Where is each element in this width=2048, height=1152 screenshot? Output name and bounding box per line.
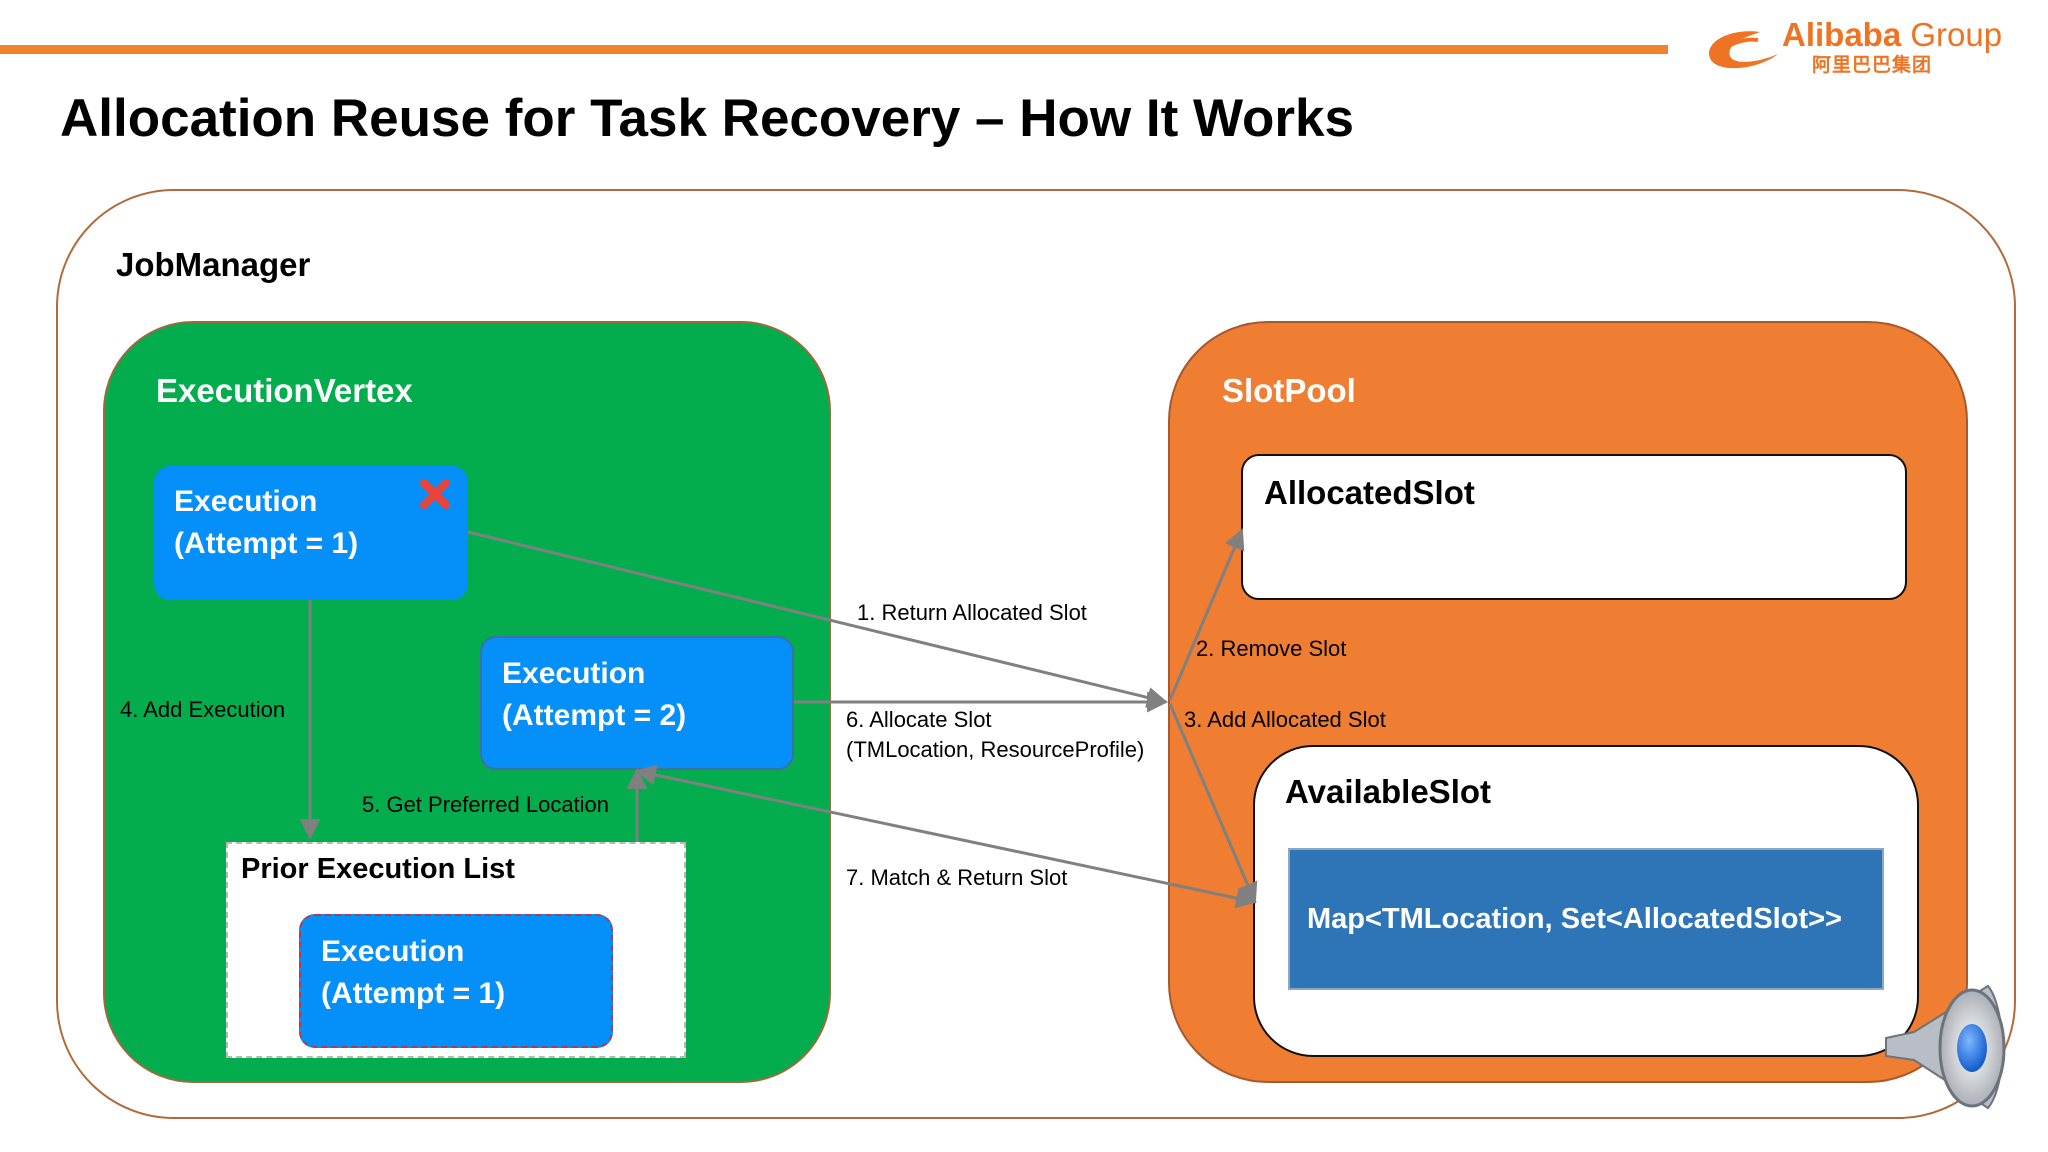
step-6-line2: (TMLocation, ResourceProfile) bbox=[846, 737, 1145, 762]
step-2-label: 2. Remove Slot bbox=[1196, 636, 1347, 661]
slot-map: Map<TMLocation, Set<AllocatedSlot>> bbox=[1288, 848, 1884, 990]
speaker-icon[interactable] bbox=[1876, 978, 2012, 1114]
step-4-label: 4. Add Execution bbox=[120, 697, 286, 722]
step-3-label: 3. Add Allocated Slot bbox=[1184, 707, 1386, 732]
jobmanager-label: JobManager bbox=[116, 246, 311, 283]
execution-attempt-2: Execution (Attempt = 2) bbox=[480, 636, 794, 770]
execution-attempt: (Attempt = 2) bbox=[502, 699, 687, 732]
alibaba-logo-icon bbox=[1709, 31, 1778, 69]
available-slot-label: AvailableSlot bbox=[1285, 773, 1492, 810]
arrow-return-allocated-slot bbox=[467, 530, 1169, 708]
arrow-match-return-slot bbox=[634, 764, 1258, 909]
allocated-slot-box bbox=[1241, 454, 1907, 600]
execution-attempt-1-failed: Execution (Attempt = 1) bbox=[154, 466, 468, 600]
prior-execution-list-label: Prior Execution List bbox=[241, 853, 515, 885]
jobmanager-container bbox=[56, 189, 2016, 1119]
execution-vertex-label: ExecutionVertex bbox=[156, 372, 413, 409]
step-5-label: 5. Get Preferred Location bbox=[362, 792, 610, 817]
step-1-label: 1. Return Allocated Slot bbox=[857, 600, 1087, 625]
execution-attempt: (Attempt = 1) bbox=[321, 977, 506, 1010]
slot-pool-label: SlotPool bbox=[1222, 372, 1356, 409]
logo-wordmark: Alibaba Group bbox=[1782, 16, 2003, 53]
step-6-label: 6. Allocate Slot (TMLocation, ResourcePr… bbox=[846, 705, 1144, 765]
header-accent-bar bbox=[0, 45, 1668, 54]
allocated-slot-label: AllocatedSlot bbox=[1264, 474, 1475, 511]
prior-execution-attempt-1: Execution (Attempt = 1) bbox=[299, 914, 613, 1048]
execution-title: Execution bbox=[174, 485, 318, 518]
arrow-remove-slot bbox=[1168, 528, 1245, 701]
slide-title: Allocation Reuse for Task Recovery – How… bbox=[60, 89, 1354, 148]
execution-attempt: (Attempt = 1) bbox=[174, 527, 359, 560]
failed-x-icon bbox=[420, 479, 450, 509]
step-6-line1: 6. Allocate Slot bbox=[846, 707, 992, 732]
step-7-label: 7. Match & Return Slot bbox=[846, 865, 1068, 890]
execution-title: Execution bbox=[321, 935, 465, 968]
execution-title: Execution bbox=[502, 657, 646, 690]
logo-chinese-name: 阿里巴巴集团 bbox=[1812, 55, 1933, 76]
